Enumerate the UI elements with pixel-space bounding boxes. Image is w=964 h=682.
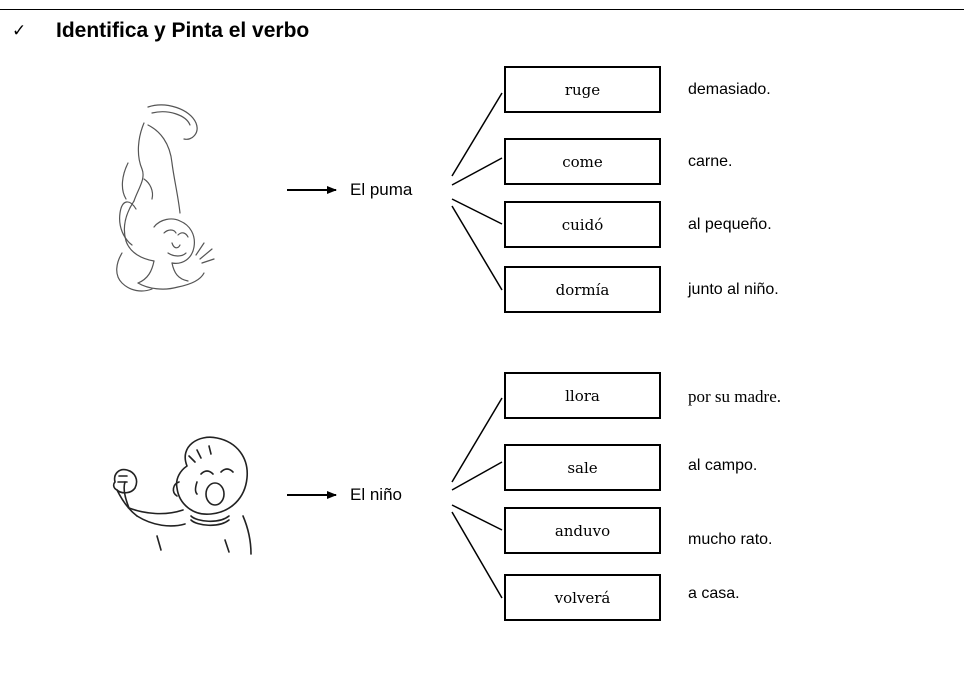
ending-por-su-madre: por su madre.	[688, 387, 782, 406]
verb-box-anduvo[interactable]: anduvo	[504, 507, 661, 554]
ending-al-pequeno: al pequeño.	[688, 216, 772, 233]
ending-al-campo: al campo.	[688, 457, 758, 474]
subject-el-puma: El puma	[350, 180, 413, 199]
ending-carne: carne.	[688, 153, 733, 170]
nino-connectors	[451, 397, 503, 599]
verb-box-dormia[interactable]: dormía	[504, 266, 661, 313]
exercise-header: ✓ Identifica y Pinta el verbo	[12, 17, 309, 45]
puma-drawing	[116, 104, 215, 292]
ending-a-casa: a casa.	[688, 585, 740, 602]
puma-connectors	[451, 92, 503, 291]
exercise-title: Identifica y Pinta el verbo	[56, 19, 310, 42]
subject-el-nino: El niño	[350, 485, 402, 504]
top-rule	[0, 9, 964, 10]
checkmark-icon: ✓	[12, 21, 27, 41]
verb-box-volvera[interactable]: volverá	[504, 574, 661, 621]
verb-box-come[interactable]: come	[504, 138, 661, 185]
ending-mucho-rato: mucho rato.	[688, 531, 773, 548]
ending-demasiado: demasiado.	[688, 81, 771, 98]
verb-box-llora[interactable]: llora	[504, 372, 661, 419]
verb-box-ruge[interactable]: ruge	[504, 66, 661, 113]
crying-boy-drawing	[112, 436, 252, 555]
verb-box-sale[interactable]: sale	[504, 444, 661, 491]
ending-junto-al-nino: junto al niño.	[688, 281, 779, 298]
verb-box-cuido[interactable]: cuidó	[504, 201, 661, 248]
